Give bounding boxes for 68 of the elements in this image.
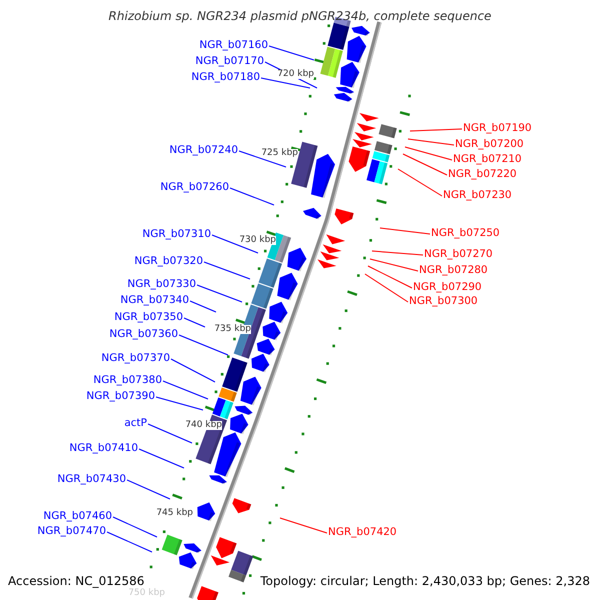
gene-label: NGR_b07360 <box>109 328 178 340</box>
gene-label: NGR_b07350 <box>114 311 183 323</box>
gene-label: NGR_b07230 <box>443 189 512 201</box>
leader-line <box>212 234 258 254</box>
gene-label: NGR_b07200 <box>455 138 524 150</box>
leader-line <box>178 334 228 356</box>
leader-line <box>402 154 448 176</box>
gene-label: NGR_b07390 <box>86 390 155 402</box>
scale-label: 725 kbp <box>261 148 298 158</box>
gene-label: NGR_b07210 <box>453 153 522 165</box>
leader-line <box>126 480 170 500</box>
gene-label: NGR_b07250 <box>431 227 500 239</box>
leader-line <box>148 424 192 444</box>
scale-label: 745 kbp <box>156 508 193 518</box>
accession-text: Accession: NC_012586 <box>8 574 144 588</box>
leader-line <box>268 46 314 60</box>
leader-line <box>162 380 208 400</box>
leader-line <box>372 250 424 256</box>
gene-label: NGR_b07320 <box>134 255 203 267</box>
leader-line <box>370 258 418 272</box>
leader-line <box>156 396 204 410</box>
gene-label: NGR_b07340 <box>120 294 189 306</box>
scale-label: 740 kbp <box>185 420 222 430</box>
leader-line <box>238 150 286 168</box>
gene-label: NGR_b07310 <box>142 228 211 240</box>
gene-label: NGR_b07220 <box>448 168 517 180</box>
leader-line <box>112 516 158 538</box>
gene-label: NGR_b07430 <box>57 473 126 485</box>
gene-label: NGR_b07330 <box>127 278 196 290</box>
gene-label: NGR_b07180 <box>191 71 260 83</box>
gene-label: NGR_b07190 <box>463 122 532 134</box>
leader-line <box>368 266 412 288</box>
leader-line <box>230 188 274 206</box>
genome-stats-text: Topology: circular; Length: 2,430,033 bp; Genes: 2,328 <box>260 574 590 588</box>
leader-line <box>398 168 442 196</box>
gene-label: NGR_b07280 <box>419 264 488 276</box>
gene-label: NGR_b07270 <box>424 248 493 260</box>
leader-line <box>380 228 430 234</box>
leader-line <box>410 128 462 132</box>
gene-label: NGR_b07240 <box>169 144 238 156</box>
leader-line <box>138 448 184 468</box>
leader-line <box>404 146 452 160</box>
gene-label: NGR_b07160 <box>199 39 268 51</box>
title: Rhizobium sp. NGR234 plasmid pNGR234b, complete sequence <box>108 10 492 24</box>
gene-label: NGR_b07380 <box>93 374 162 386</box>
gene-label: NGR_b07470 <box>37 525 106 537</box>
gene-label: actP <box>124 417 147 429</box>
leader-line <box>170 358 216 382</box>
leader-line <box>364 274 408 302</box>
scale-label: 735 kbp <box>214 324 251 334</box>
scale-label: 720 kbp <box>277 70 314 80</box>
gene-label: NGR_b07260 <box>160 181 229 193</box>
leader-line <box>106 532 152 552</box>
leader-line <box>196 284 242 302</box>
gene-label: NGR_b07300 <box>409 295 478 307</box>
gene-label: NGR_b07290 <box>413 281 482 293</box>
leader-line <box>408 138 454 146</box>
leader-line <box>280 518 328 534</box>
gene-label: NGR_b07170 <box>195 55 264 67</box>
scale-label: 730 kbp <box>239 236 276 246</box>
leader-line <box>204 262 250 280</box>
leader-line <box>184 318 206 328</box>
gene-label: NGR_b07460 <box>43 510 112 522</box>
gene-label: NGR_b07410 <box>69 442 138 454</box>
leader-line <box>190 300 216 312</box>
gene-label: NGR_b07420 <box>328 526 397 538</box>
gene-label: NGR_b07370 <box>101 352 170 364</box>
leader-line <box>260 78 310 88</box>
